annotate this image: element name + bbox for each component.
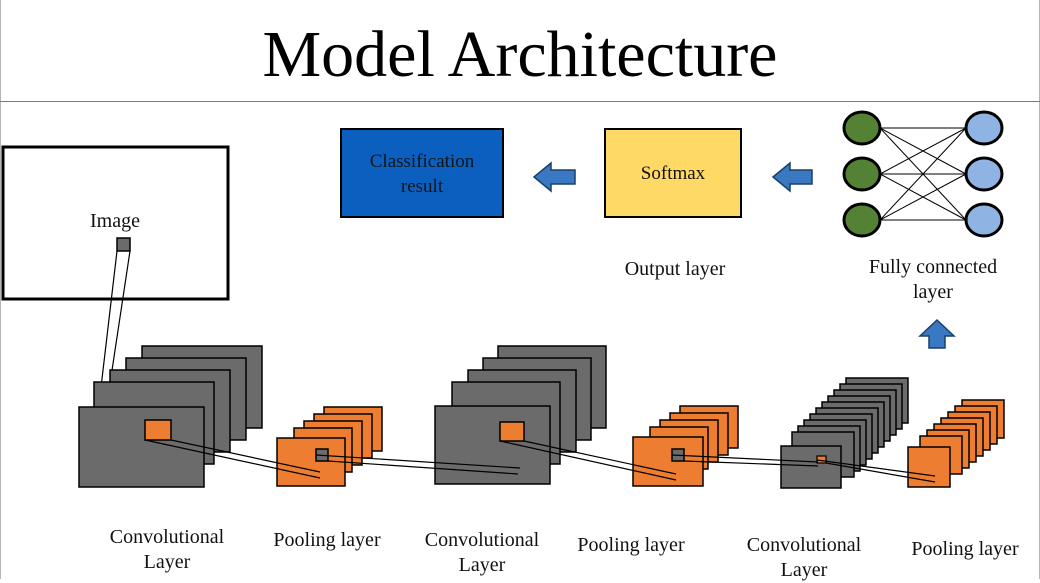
- pool-stack-1: [276, 406, 383, 487]
- connection-line: [523, 440, 677, 475]
- conv-kernel-3: [816, 455, 827, 464]
- stage-label-conv-2: Convolutional Layer: [424, 529, 540, 576]
- stage-label-conv-1: Convolutional Layer: [109, 526, 225, 573]
- classification-label: Classification result: [369, 151, 475, 197]
- connection-line: [315, 454, 521, 469]
- softmax-label: Softmax: [640, 163, 706, 184]
- left-arrow-icon: [771, 161, 813, 193]
- classification-box: [340, 128, 504, 218]
- stage-label-conv-3: Convolutional Layer: [746, 534, 862, 581]
- input-image-frame: [1, 145, 230, 301]
- fc-input-nodes: [842, 110, 882, 238]
- fc-output-nodes: [964, 110, 1004, 238]
- conv-stack-2: [434, 345, 607, 485]
- fully-connected-label: Fully connected layer: [868, 256, 998, 303]
- output-layer-label: Output layer: [624, 258, 726, 280]
- connection-line: [499, 440, 677, 481]
- connection-line: [825, 462, 936, 483]
- connection-line: [816, 459, 936, 477]
- conv-stack-3: [780, 377, 909, 489]
- connection-line: [671, 454, 819, 463]
- conv-stack-1: [78, 345, 263, 488]
- connection-line: [327, 460, 519, 475]
- stage-label-pool-2: Pooling layer: [577, 534, 685, 556]
- pool-stack-2: [632, 405, 739, 487]
- connection-line: [170, 439, 321, 473]
- stage-label-pool-1: Pooling layer: [273, 529, 381, 551]
- pool-stack-3: [907, 399, 1005, 488]
- stage-label-pool-3: Pooling layer: [911, 538, 1019, 560]
- connection-line: [144, 439, 321, 479]
- page-left-edge: [0, 0, 1, 579]
- conv-kernel-2: [499, 421, 525, 442]
- softmax-box: [604, 128, 742, 218]
- connection-line: [683, 460, 819, 467]
- title-divider: [0, 101, 1040, 102]
- up-arrow-icon: [918, 318, 956, 349]
- page-title: Model Architecture: [262, 18, 778, 91]
- conv-kernel-1: [144, 419, 172, 441]
- image-patch: [116, 237, 131, 252]
- left-arrow-icon: [532, 161, 576, 193]
- fully-connected-edges: [879, 127, 967, 221]
- image-label: Image: [90, 210, 140, 232]
